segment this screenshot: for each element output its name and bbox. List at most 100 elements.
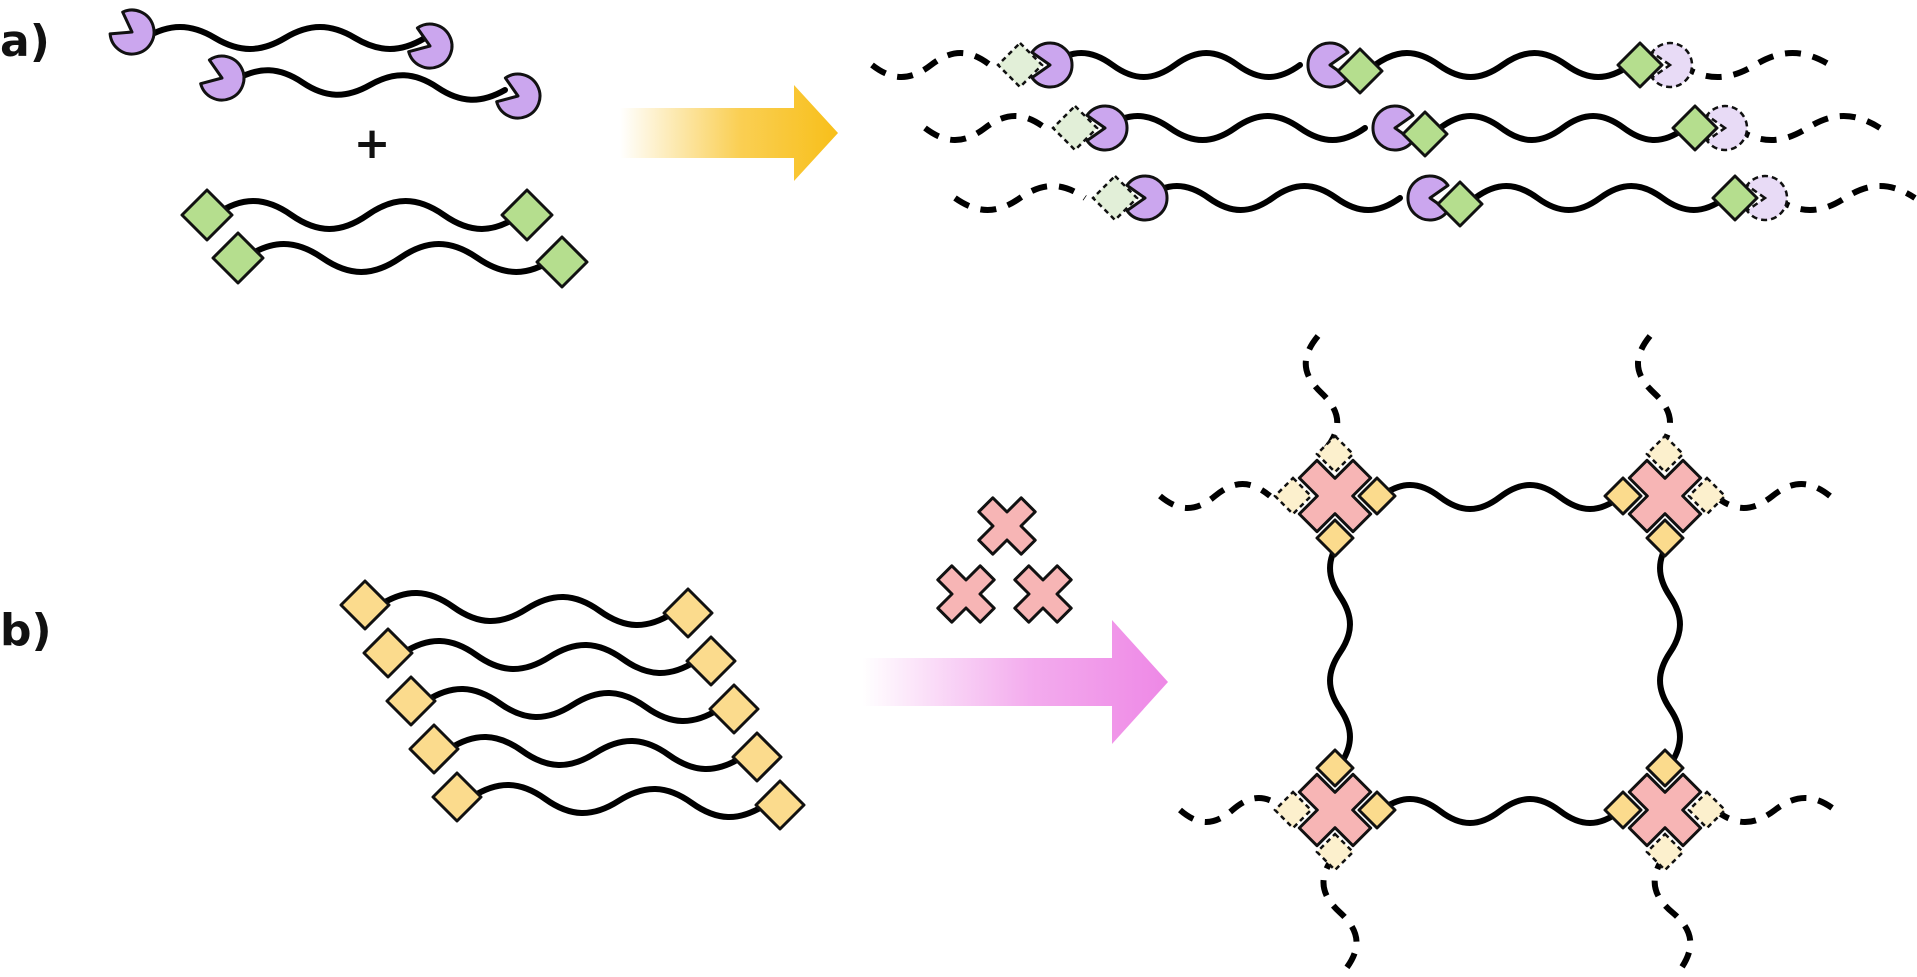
pacman-ghost-icon: [1705, 104, 1749, 152]
pacman-ghost-icon: [1745, 174, 1789, 222]
pink-cross-icon: [1297, 458, 1373, 534]
reaction-arrow-b: [862, 620, 1168, 744]
pacman-icon: [495, 72, 542, 120]
green-square-ghost-icon: [1091, 174, 1139, 222]
yellow-square-ghost-icon: [1273, 476, 1313, 516]
yellow-square-icon: [431, 771, 483, 823]
polymer-chain: [1437, 113, 1688, 143]
yellow-square-icon: [754, 779, 806, 831]
yellow-square-icon: [339, 579, 391, 631]
dashed-chain-segment: [1158, 481, 1272, 511]
pacman-icon: [407, 22, 454, 70]
pink-cross-icon: [1627, 772, 1703, 848]
end-groups: [108, 8, 1789, 872]
polymer-chain: [1102, 113, 1368, 143]
yellow-square-icon: [1357, 790, 1397, 830]
yellow-square-icon: [362, 627, 414, 679]
green-square-icon: [1711, 174, 1759, 222]
polymer-chain: [1372, 50, 1633, 80]
dashed-chain-segment: [1733, 113, 1882, 143]
dashed-chain-segment: [1678, 50, 1832, 80]
dashed-chain-segment: [1178, 795, 1287, 825]
yellow-square-ghost-icon: [1273, 790, 1313, 830]
dashed-chain-segment: [1713, 795, 1837, 825]
yellow-square-ghost-icon: [1645, 434, 1685, 474]
polymer-chain: [1657, 537, 1683, 768]
green-square-icon: [180, 188, 234, 242]
yellow-square-icon: [662, 587, 714, 639]
yellow-square-icon: [1603, 790, 1643, 830]
green-square-icon: [1336, 47, 1384, 95]
polymer-chain: [142, 24, 428, 52]
reaction-arrow-a: [620, 85, 838, 181]
pacman-icon: [108, 8, 156, 56]
green-square-icon: [1616, 41, 1664, 89]
green-square-ghost-icon: [996, 41, 1044, 89]
pink-cross-icon: [977, 496, 1037, 556]
pacman-icon: [199, 54, 246, 102]
polymer-chain: [377, 590, 676, 628]
polymer-chain: [1472, 183, 1728, 213]
green-square-icon: [1401, 110, 1449, 158]
pacman-icon: [1030, 41, 1074, 89]
dashed-chain-segment: [1713, 481, 1832, 511]
green-square-icon: [500, 188, 554, 242]
panel-b-label: b): [0, 605, 52, 656]
yellow-square-icon: [685, 635, 737, 687]
polymer-chain: [242, 241, 558, 275]
pacman-icon: [1406, 174, 1450, 222]
green-square-icon: [1671, 104, 1719, 152]
polymer-chain: [212, 198, 523, 232]
polymer-chain: [400, 638, 699, 676]
yellow-square-icon: [708, 683, 760, 735]
polymer-chain: [423, 686, 722, 724]
yellow-square-ghost-icon: [1315, 832, 1355, 872]
dashed-chain-segment: [1773, 183, 1917, 213]
green-square-icon: [535, 235, 589, 289]
yellow-square-icon: [1603, 476, 1643, 516]
dashed-chain-segment: [923, 113, 1047, 143]
dashed-chain-segment: [1320, 853, 1360, 972]
yellow-square-icon: [1357, 476, 1397, 516]
polymer-chain: [469, 782, 768, 820]
yellow-square-ghost-icon: [1315, 434, 1355, 474]
polymer-chain: [1047, 50, 1303, 80]
pink-cross-icon: [1297, 772, 1373, 848]
yellow-square-icon: [385, 675, 437, 727]
polymer-chain: [1377, 482, 1623, 512]
dashed-chain-segment: [1635, 334, 1673, 452]
polymer-chain: [1142, 183, 1403, 213]
panel-a-label: a): [0, 16, 50, 67]
yellow-square-icon: [408, 723, 460, 775]
yellow-square-icon: [1645, 518, 1685, 558]
yellow-square-ghost-icon: [1645, 832, 1685, 872]
polymer-chain: [232, 67, 508, 103]
pacman-ghost-icon: [1650, 41, 1694, 89]
dashed-chain-segment: [1651, 853, 1694, 972]
pacman-icon: [1125, 174, 1169, 222]
polymer-chain: [1377, 796, 1623, 826]
green-square-icon: [211, 231, 265, 285]
pacman-icon: [1085, 104, 1129, 152]
dashed-chain-segment: [870, 50, 992, 80]
yellow-square-icon: [1315, 518, 1355, 558]
polymer-chain: [1327, 537, 1353, 768]
yellow-square-ghost-icon: [1687, 476, 1727, 516]
pink-cross-icon: [1627, 458, 1703, 534]
yellow-square-ghost-icon: [1687, 790, 1727, 830]
dashed-chain-segment: [1302, 334, 1341, 452]
yellow-square-icon: [1645, 748, 1685, 788]
pink-cross-icon: [1013, 564, 1073, 624]
green-square-icon: [1436, 180, 1484, 228]
plus-sign: +: [354, 118, 391, 169]
dashed-chain-segment: [953, 183, 1087, 213]
polymer-chains: [142, 24, 1917, 972]
green-square-ghost-icon: [1051, 104, 1099, 152]
yellow-square-icon: [731, 731, 783, 783]
polymer-chain: [446, 734, 745, 772]
pacman-icon: [1306, 41, 1350, 89]
pacman-icon: [1371, 104, 1415, 152]
pink-cross-icon: [936, 564, 996, 624]
yellow-square-icon: [1315, 748, 1355, 788]
